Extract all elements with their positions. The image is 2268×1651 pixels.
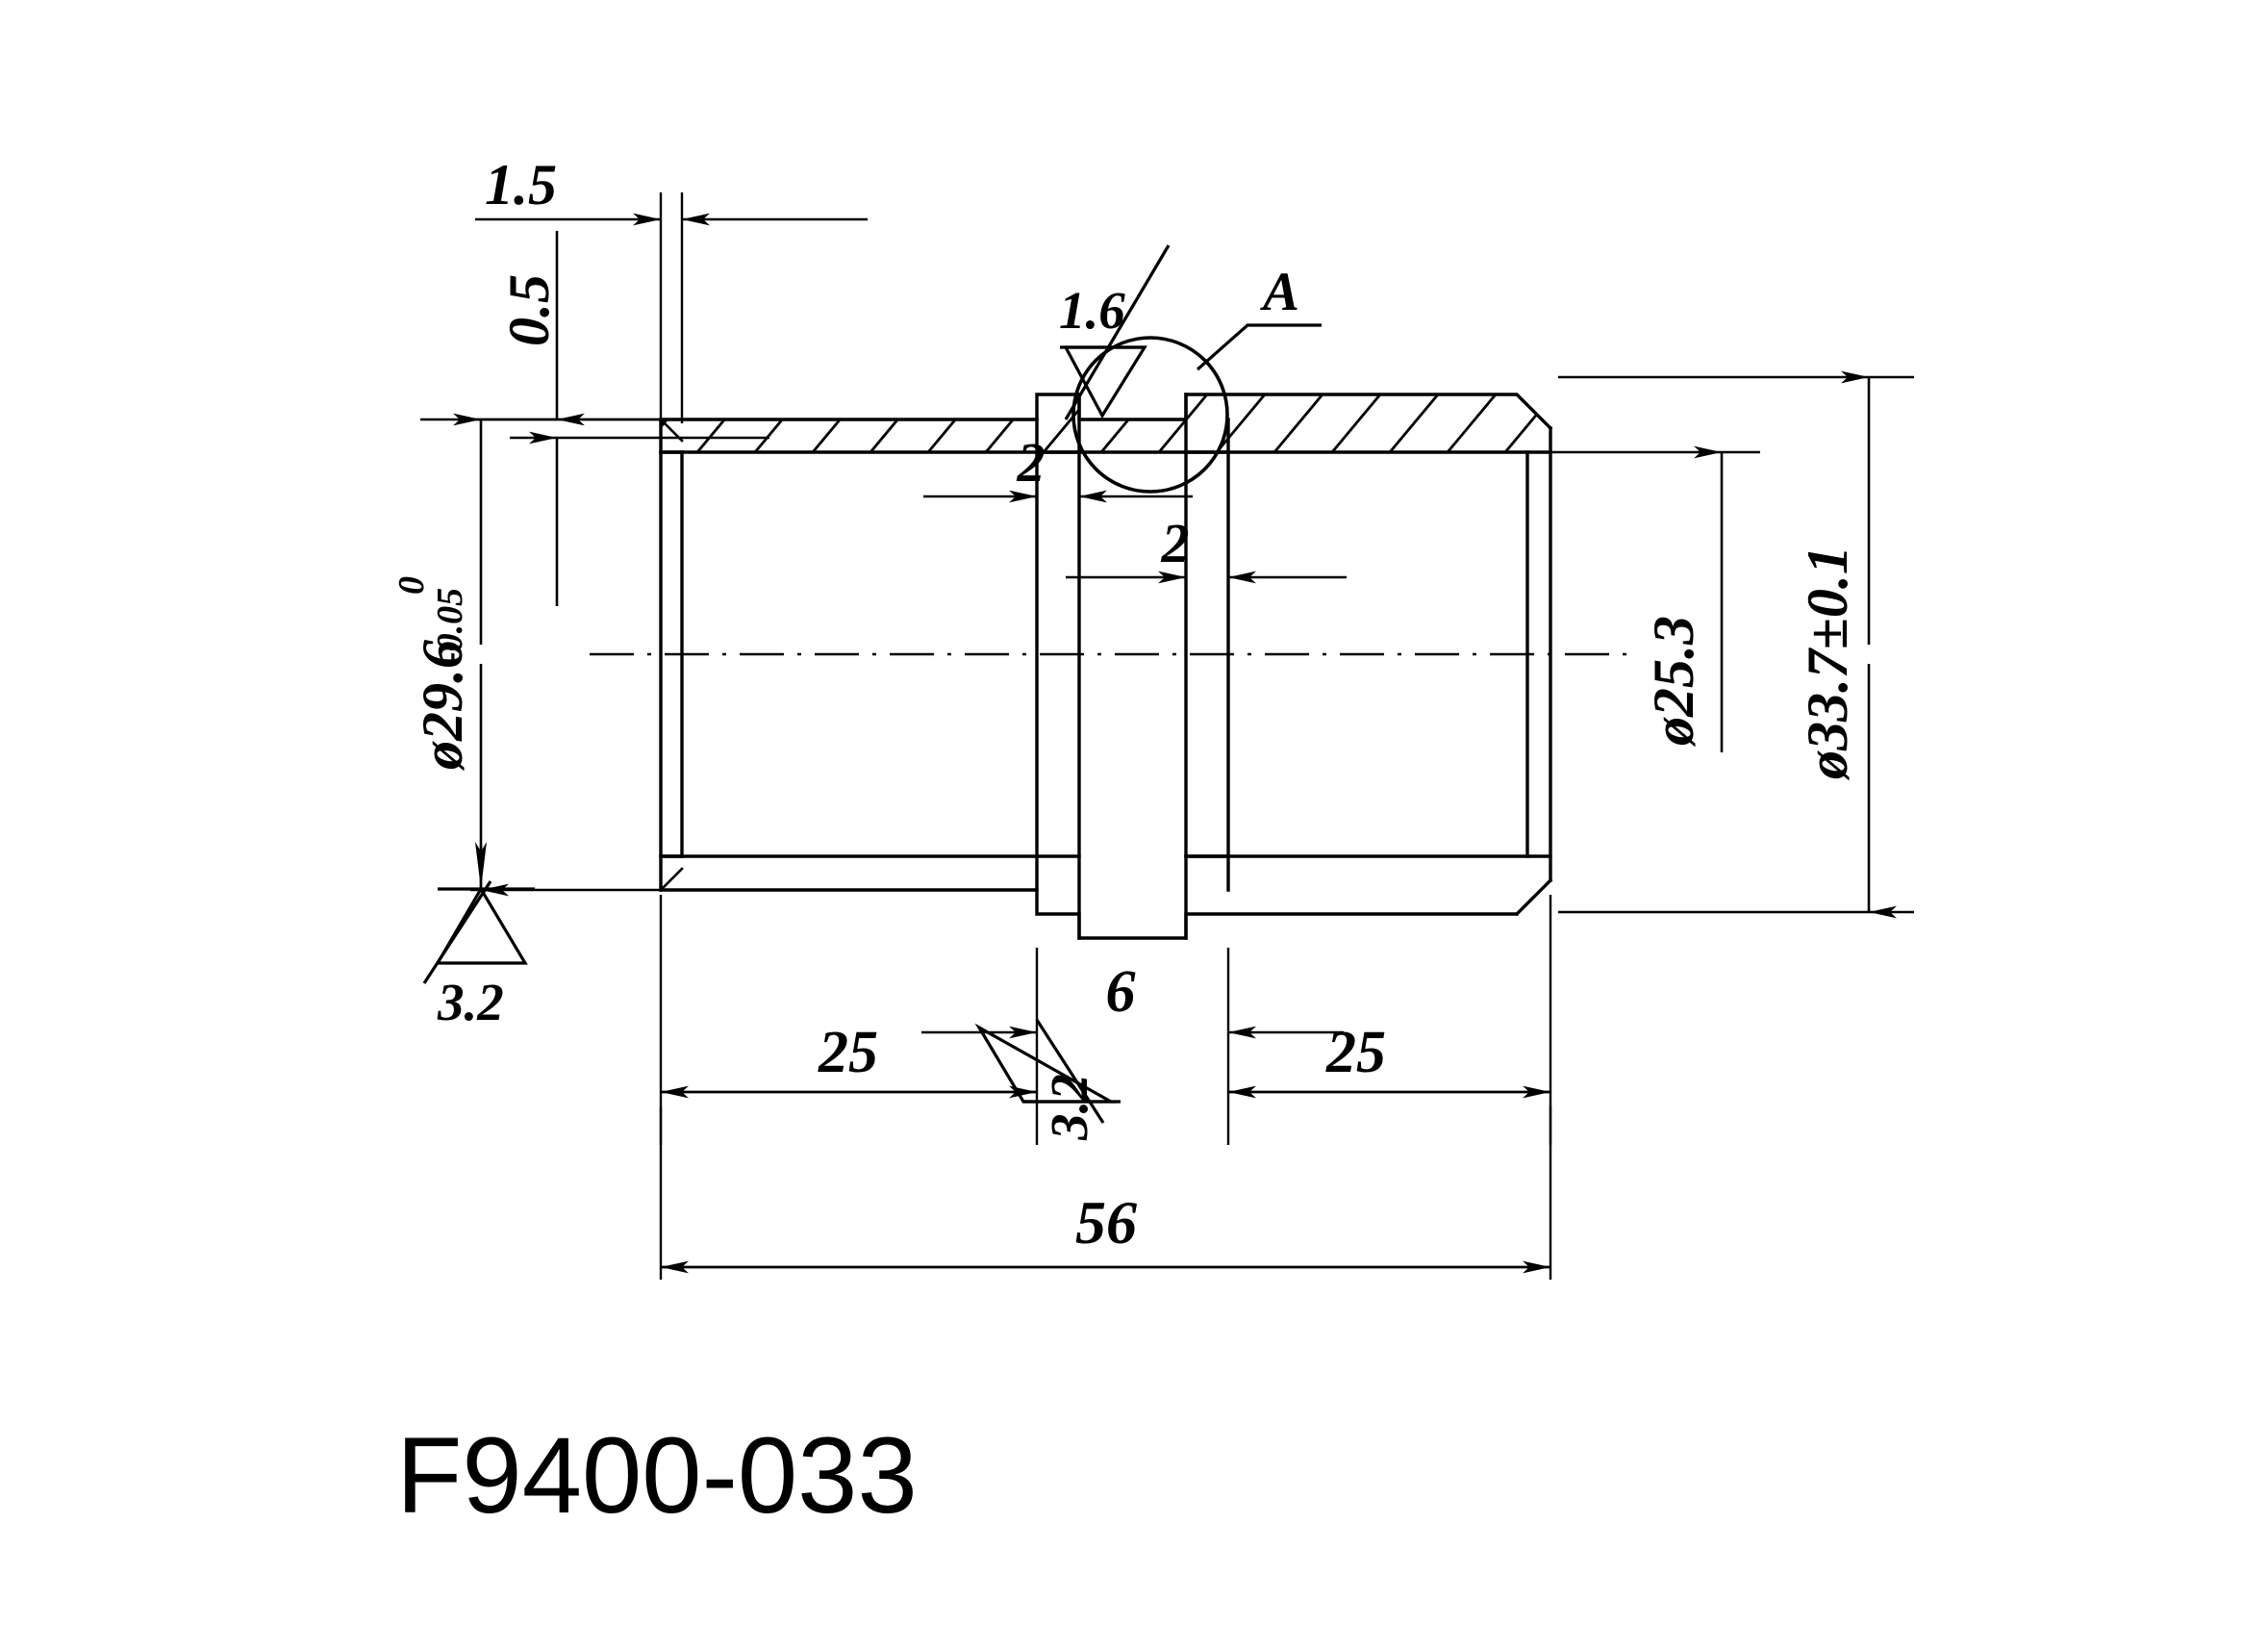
dimension-29-6-value: ø29.6 [411,640,474,772]
dimension-29-6-tol-lower: -0.05 [430,588,470,664]
section-hatching [661,394,1550,452]
dimension-33-7-value: ø33.7±0.1 [1796,546,1859,781]
dimension-25-left-value: 25 [818,1020,878,1085]
dimension-6-value: 6 [1106,959,1136,1025]
dimension-1-5-value: 1.5 [485,153,557,216]
detail-a-leader [1196,323,1322,371]
detail-circle-a [1071,336,1229,494]
surface-finish-1-6: 1.6 [1059,244,1171,420]
dimension-1-5: 1.5 [475,153,868,423]
dimension-33-7: ø33.7±0.1 [1558,370,1914,919]
dimension-25-right-value: 25 [1325,1020,1386,1085]
dimension-25-3-value: ø25.3 [1642,616,1705,748]
dimension-25-3: ø25.3 [1527,445,1760,752]
part-number: F9400-033 [396,1415,918,1536]
dimension-29-6-tol-upper: 0 [391,576,432,595]
surface-finish-3-2-left: 3.2 [422,842,535,1031]
surface-finish-1-6-value: 1.6 [1059,281,1125,340]
dimension-2-left: 2 [923,431,1193,654]
surface-finish-3-2-mid-value: 3.2 [1040,1074,1098,1141]
dimension-2-right-value: 2 [1161,512,1190,574]
dimension-2-left-value: 2 [1017,431,1046,494]
dimension-chain-bottom: 25 6 25 [659,895,1552,1145]
dimension-2-right: 2 [1066,512,1347,654]
dimension-0-5-value: 0.5 [497,274,561,346]
surface-finish-3-2-mid: 3.2 [974,1019,1121,1141]
dimension-29-6: ø29.6 0 -0.05 [391,413,673,897]
dimension-56: 56 [659,1106,1552,1280]
dimension-0-5: 0.5 [420,231,769,606]
surface-finish-3-2-left-value: 3.2 [437,973,504,1031]
detail-a-label: A [1260,262,1299,322]
dimension-56-value: 56 [1075,1188,1137,1257]
